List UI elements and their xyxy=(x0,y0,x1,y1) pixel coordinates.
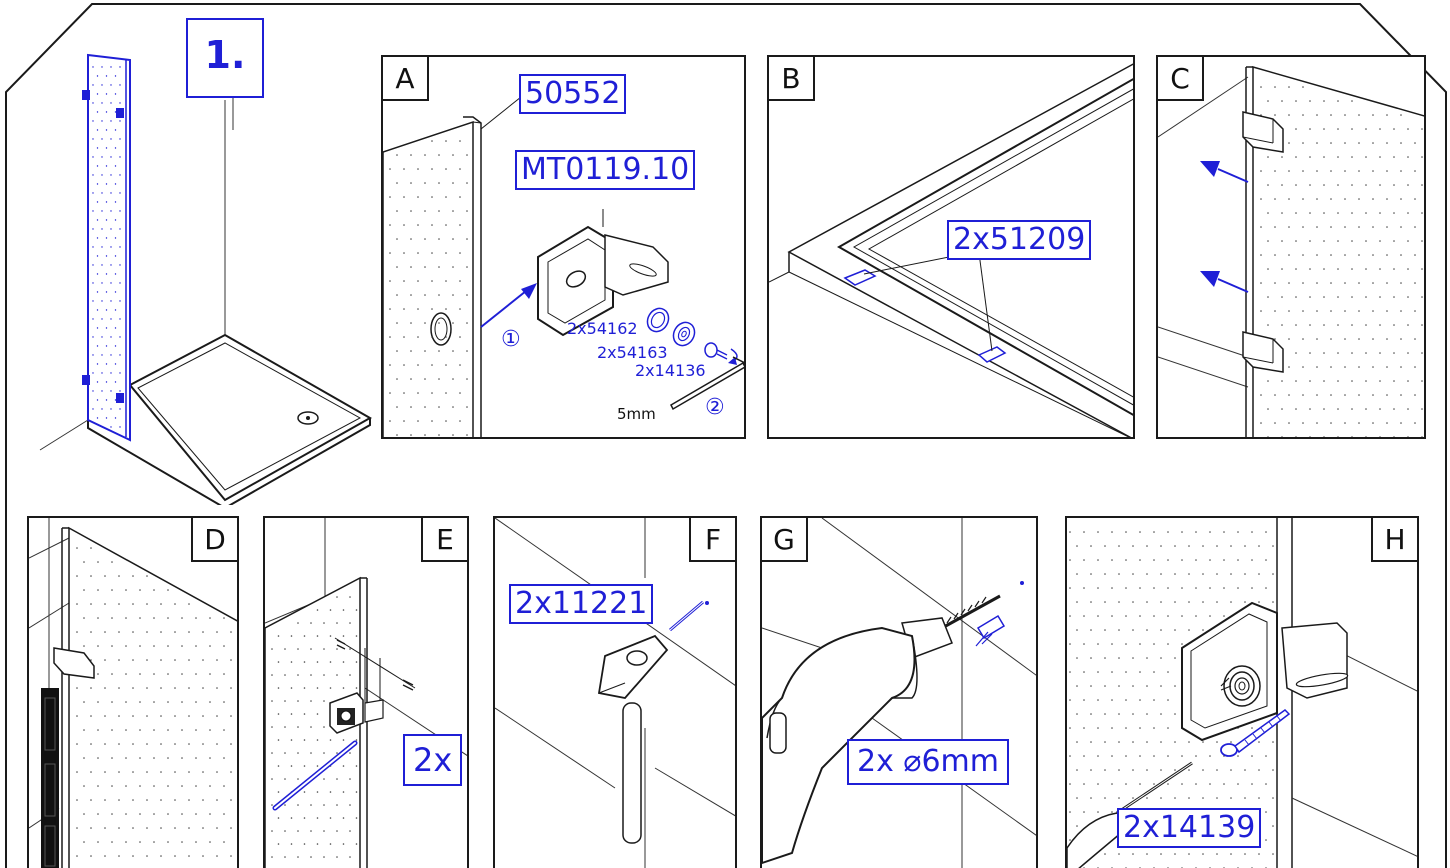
panel-f-letter: F xyxy=(689,518,735,562)
panel-g: G 2x ⌀6mm xyxy=(760,516,1038,868)
drill-size-label: 2x ⌀6mm xyxy=(847,739,1009,785)
panel-a-drawing xyxy=(383,96,744,437)
panel-b-letter: B xyxy=(769,57,815,101)
panel-h-letter: H xyxy=(1371,518,1417,562)
panel-d: D xyxy=(27,516,239,868)
panel-h: H 2x14139 xyxy=(1065,516,1419,868)
part-label-51209: 2x51209 xyxy=(947,220,1092,260)
quantity-label: 2x xyxy=(403,734,463,786)
step-number-box: 1. xyxy=(186,18,264,98)
panel-a-letter: A xyxy=(383,57,429,101)
step-number: 1. xyxy=(204,33,246,77)
panel-c-drawing xyxy=(1158,66,1424,437)
part-label-14139: 2x14139 xyxy=(1117,808,1262,848)
panel-e: E 2x xyxy=(263,516,469,868)
panel-c-letter: C xyxy=(1158,57,1204,101)
panel-d-drawing xyxy=(29,518,237,868)
panel-g-letter: G xyxy=(762,518,808,562)
part-label-54162: 2x54162 xyxy=(567,319,638,338)
step-marker-1: ① xyxy=(501,327,521,352)
tool-size-label: 5mm xyxy=(617,405,656,423)
panel-e-letter: E xyxy=(421,518,467,562)
panel-f: F 2x11221 xyxy=(493,516,737,868)
part-label-11221: 2x11221 xyxy=(509,584,654,624)
panel-b: B 2x51209 xyxy=(767,55,1135,439)
part-label-mt0119: MT0119.10 xyxy=(515,150,696,190)
panel-f-drawing xyxy=(495,518,735,868)
panel-b-drawing xyxy=(769,63,1133,437)
part-label-14136: 2x14136 xyxy=(635,361,706,380)
part-label-50552: 50552 xyxy=(519,74,627,114)
overview-illustration xyxy=(39,53,373,505)
panel-d-letter: D xyxy=(191,518,237,562)
panel-a: A 50552 MT0119.10 2x54162 2x54163 2x1413… xyxy=(381,55,746,439)
panel-c: C xyxy=(1156,55,1426,439)
step-marker-2: ② xyxy=(705,395,725,420)
panel-g-drawing xyxy=(762,518,1036,868)
panel-e-drawing xyxy=(265,518,467,868)
part-label-54163: 2x54163 xyxy=(597,343,668,362)
